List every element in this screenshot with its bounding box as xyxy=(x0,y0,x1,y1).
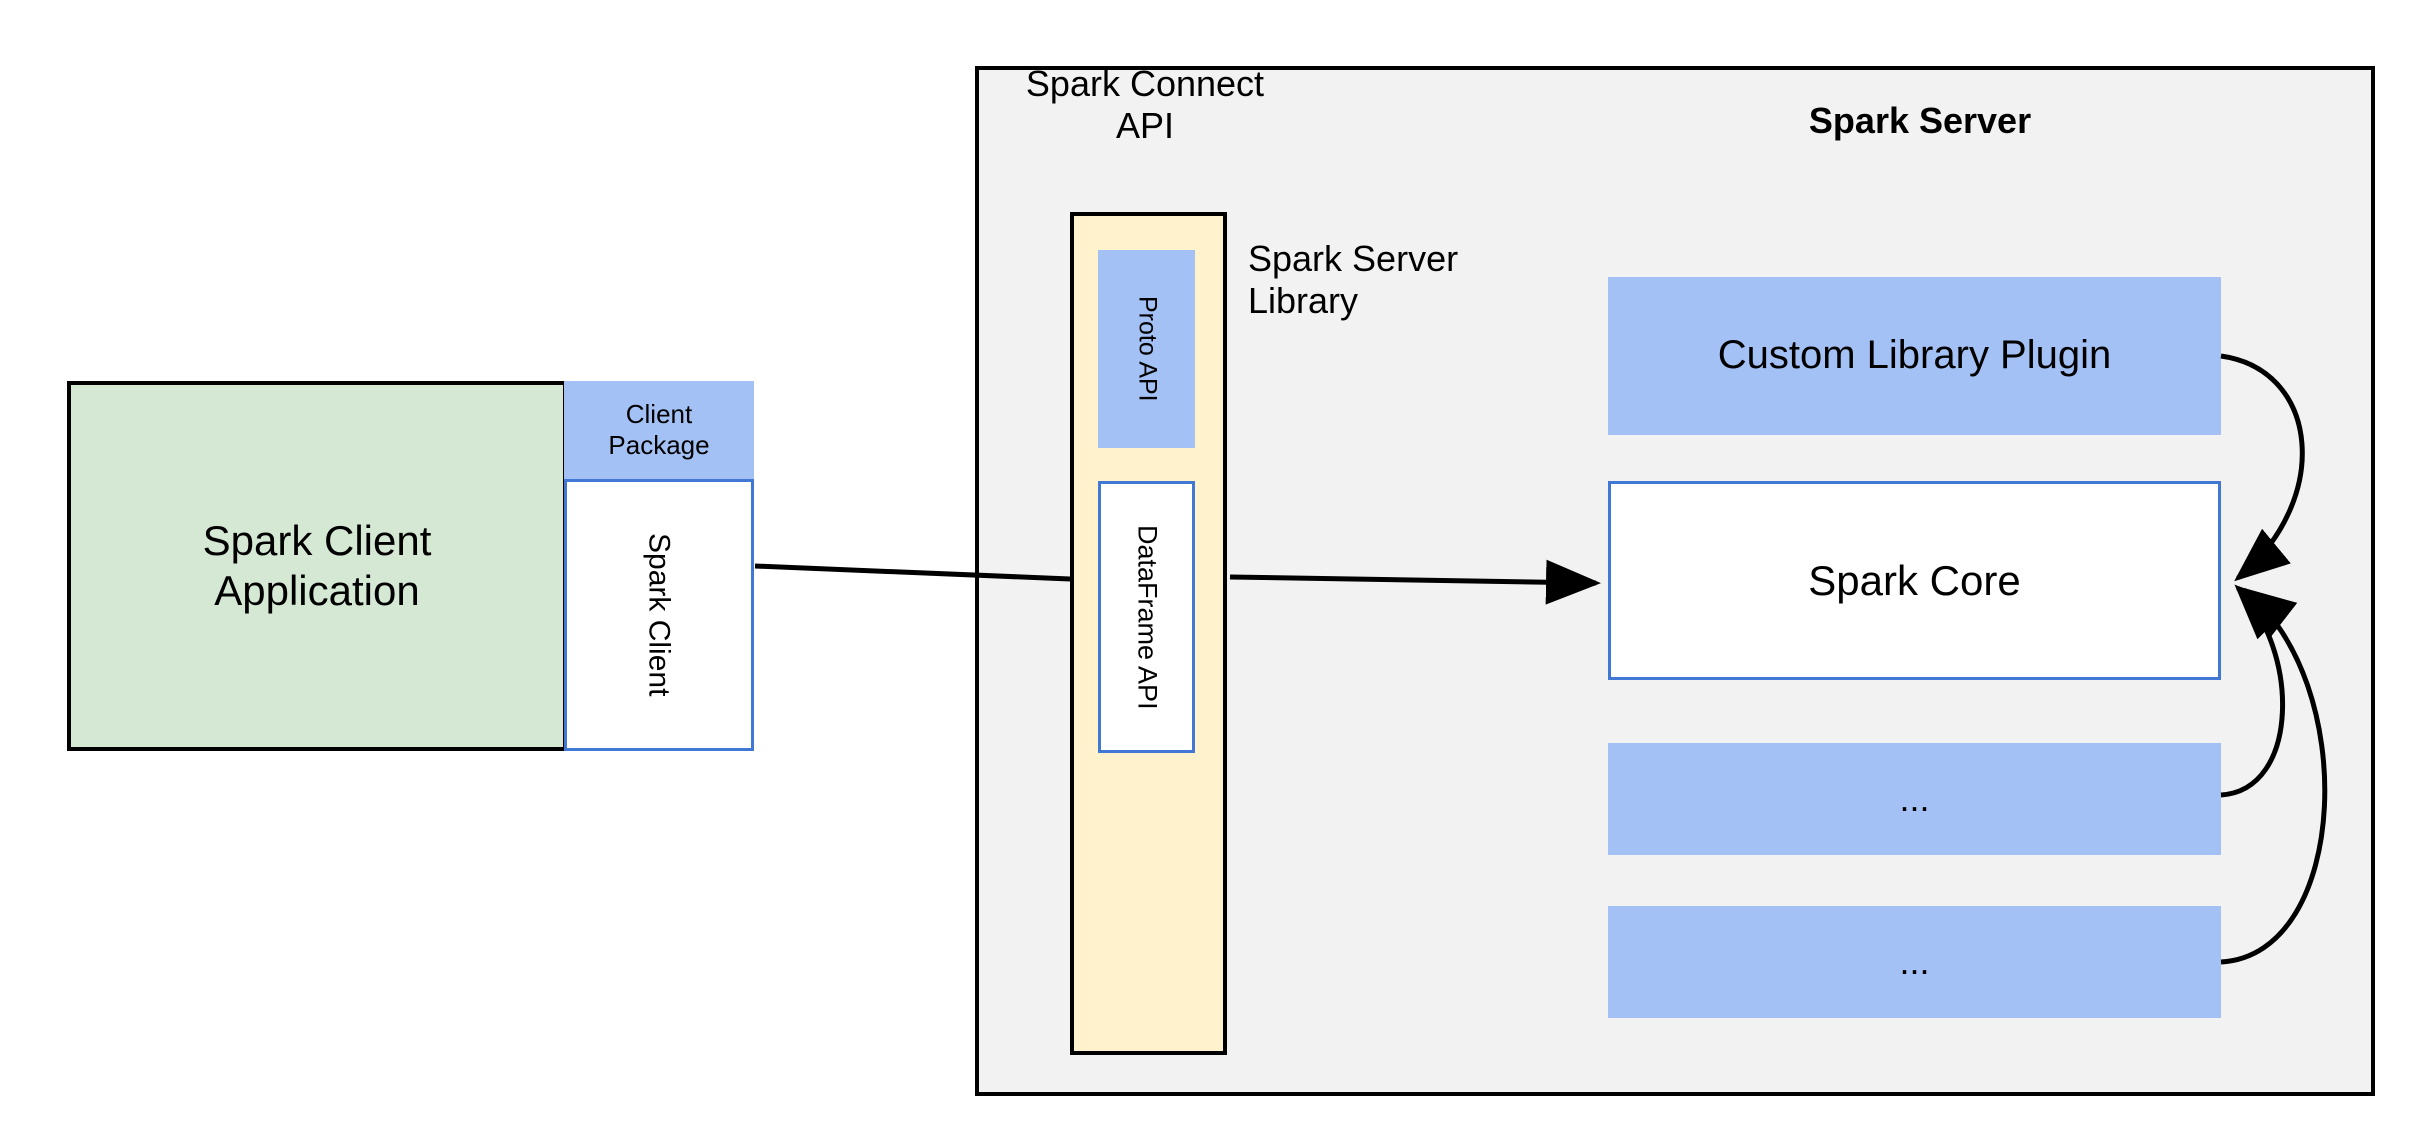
client-app-line-2: Application xyxy=(214,567,420,614)
custom-library-plugin-label: Custom Library Plugin xyxy=(1717,333,2112,378)
server-library-line-2: Library xyxy=(1248,280,1359,322)
ellipsis-box-1[interactable]: ... xyxy=(1608,743,2221,855)
connect-api-line-2: API xyxy=(1115,105,1175,146)
proto-api-box[interactable]: Proto API xyxy=(1098,250,1195,448)
ellipsis-box-2-label: ... xyxy=(1899,940,1930,982)
dataframe-api-label: DataFrame API xyxy=(1132,524,1163,710)
client-package-line-2: Package xyxy=(608,430,710,460)
connect-api-line-1: Spark Connect xyxy=(1025,62,1265,104)
client-app-line-1: Spark Client xyxy=(202,517,432,565)
spark-client-application-box[interactable]: Spark Client Application xyxy=(67,381,567,751)
ellipsis-box-1-label: ... xyxy=(1899,777,1930,819)
spark-client-box[interactable]: Spark Client xyxy=(564,479,754,751)
client-package-label: Client Package xyxy=(608,399,709,460)
spark-server-library-label: Spark Server Library xyxy=(1248,238,1548,328)
ellipsis-box-2[interactable]: ... xyxy=(1608,906,2221,1018)
spark-server-title: Spark Server xyxy=(1808,99,2032,141)
custom-library-plugin-box[interactable]: Custom Library Plugin xyxy=(1608,277,2221,435)
server-library-line-1: Spark Server xyxy=(1248,238,1459,279)
dataframe-api-box[interactable]: DataFrame API xyxy=(1098,481,1195,753)
spark-client-label: Spark Client xyxy=(642,533,676,697)
spark-client-application-label: Spark Client Application xyxy=(203,516,432,615)
spark-core-box[interactable]: Spark Core xyxy=(1608,481,2221,680)
proto-api-label: Proto API xyxy=(1133,296,1162,402)
spark-connect-api-label: Spark Connect API xyxy=(1000,62,1290,148)
client-package-line-1: Client xyxy=(625,399,693,430)
client-package-box[interactable]: Client Package xyxy=(564,381,754,479)
spark-core-label: Spark Core xyxy=(1808,556,2021,604)
